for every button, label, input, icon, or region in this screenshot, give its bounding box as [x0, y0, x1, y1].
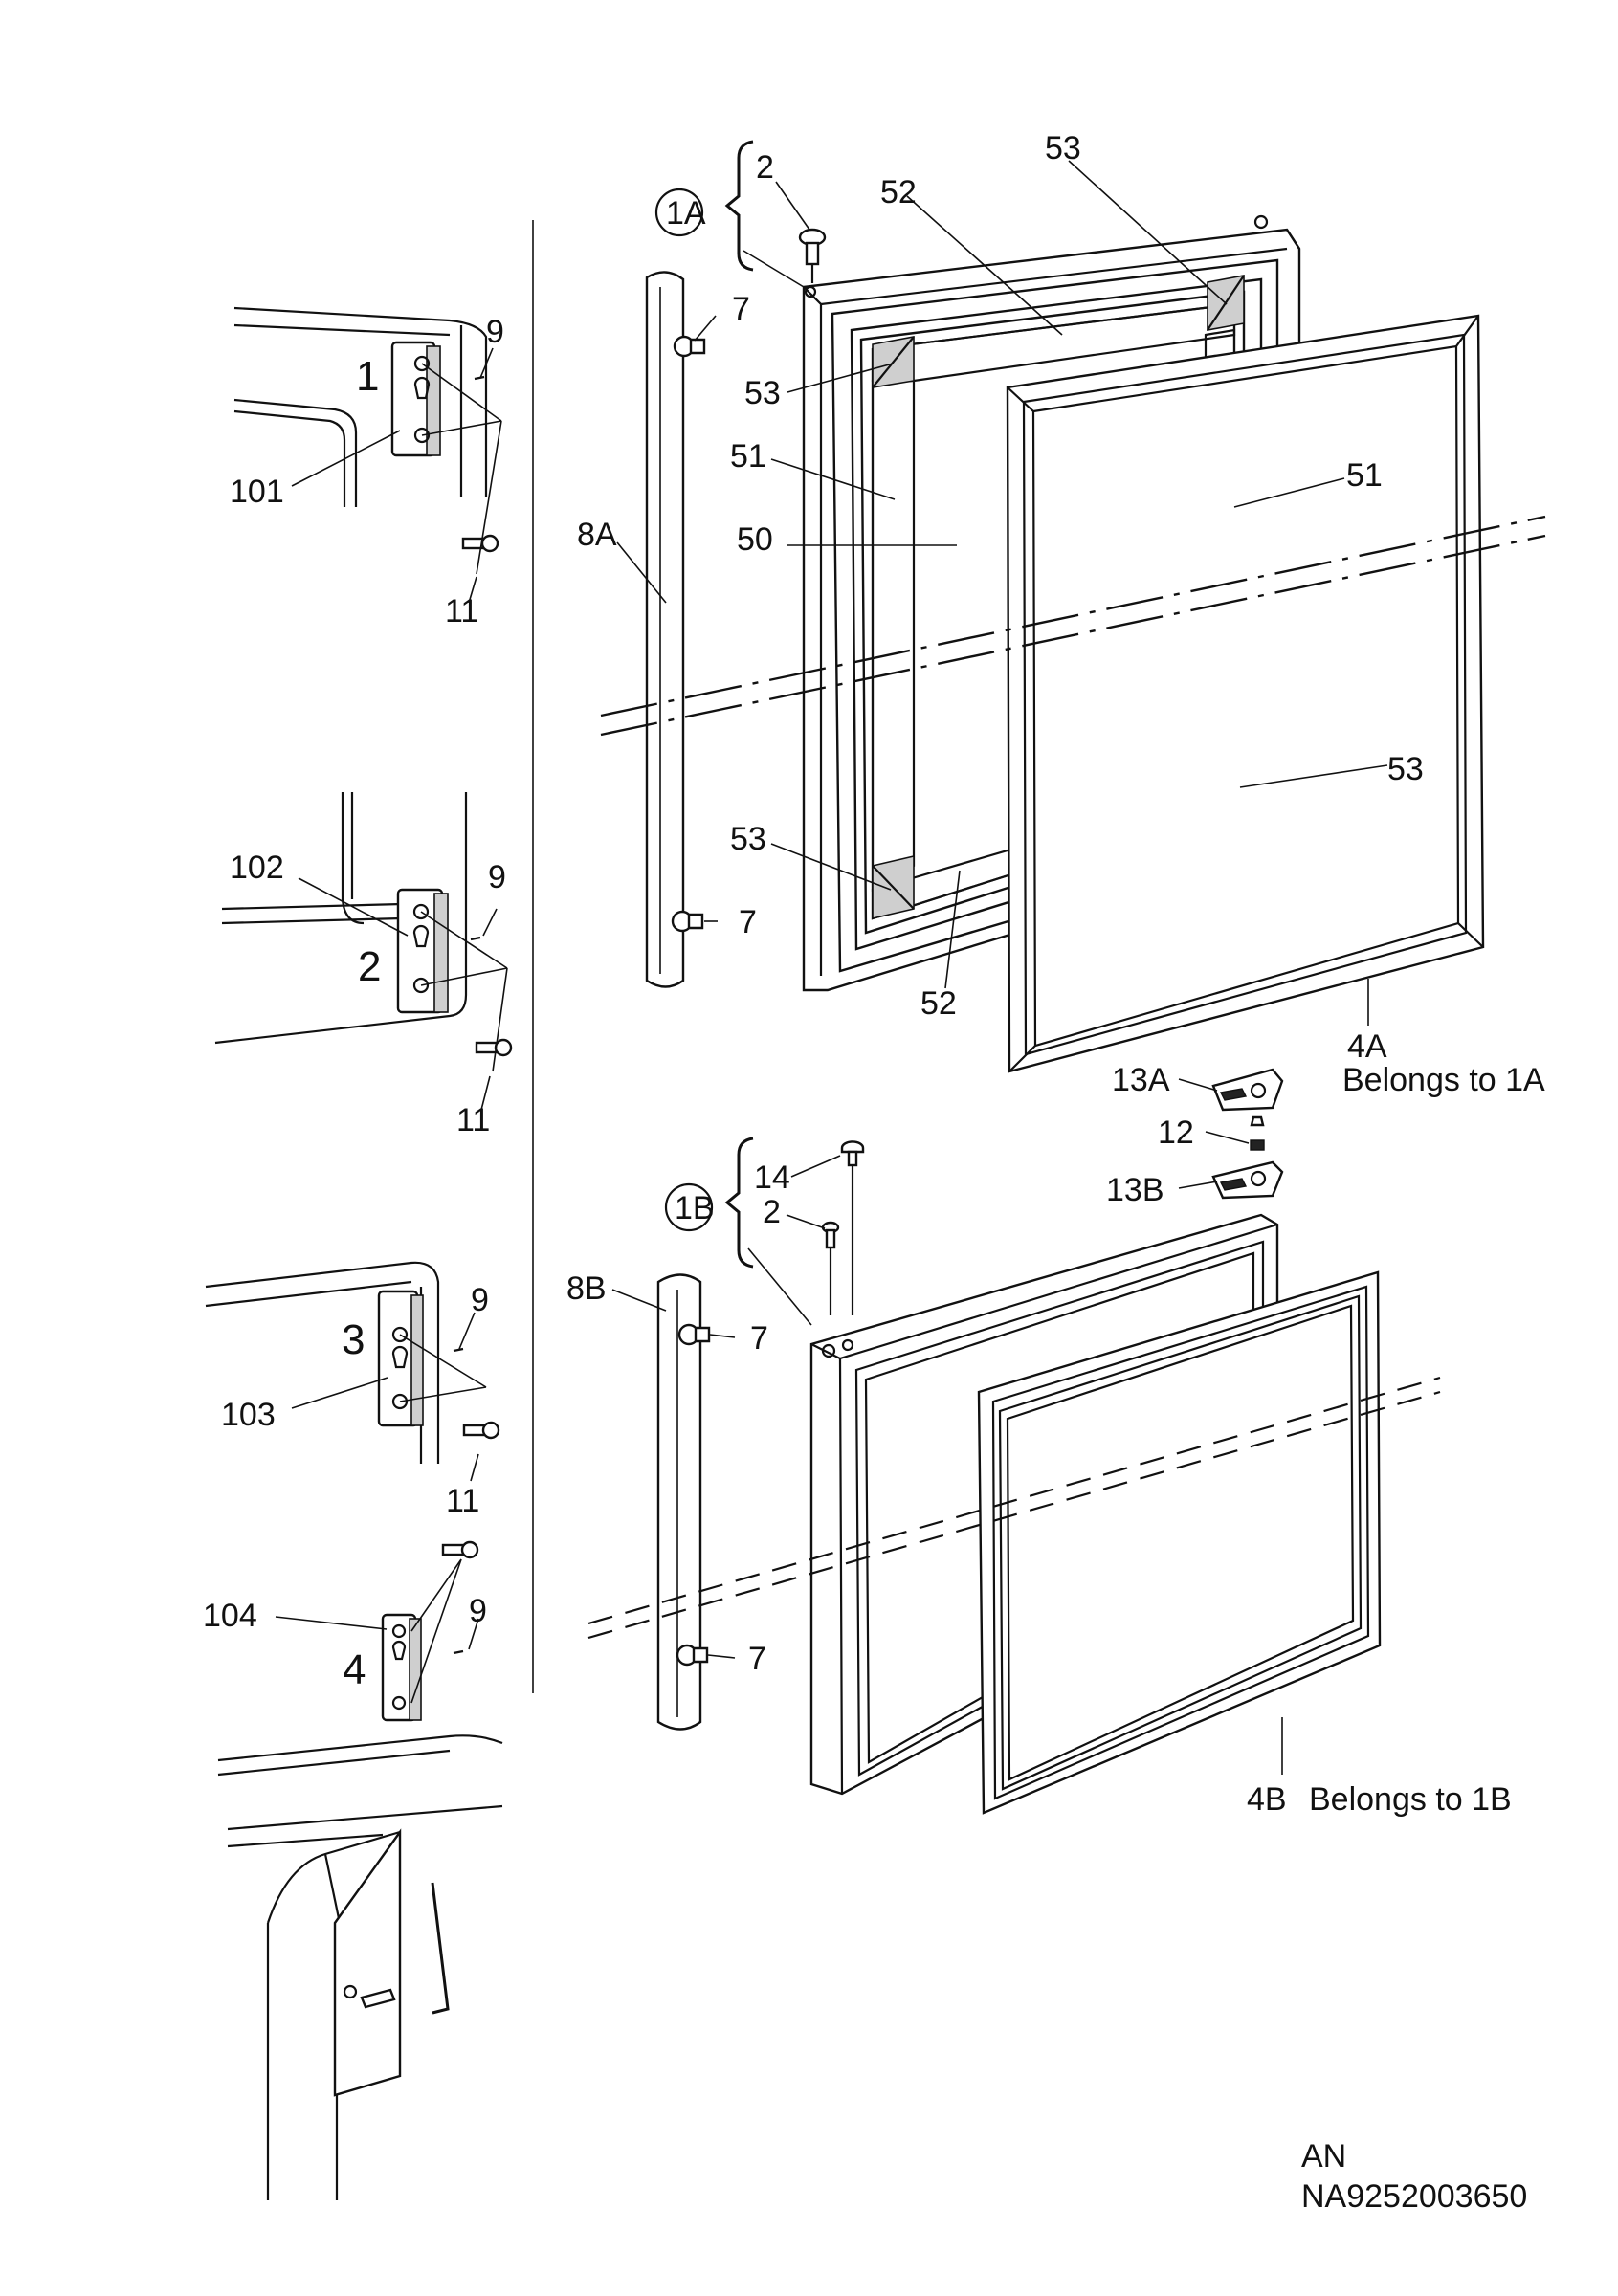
pin-7c [677, 1323, 711, 1346]
label-53c: 53 [1387, 751, 1424, 787]
centerline-upper [600, 515, 1546, 718]
label-104: 104 [203, 1598, 257, 1634]
centerline-upper-2 [600, 534, 1546, 737]
hinge-view-4 [217, 1613, 503, 1777]
label-view-1: 1 [356, 353, 379, 400]
label-53b: 53 [744, 375, 781, 411]
callout-labels: 1A 1B 2 2 7 7 7 7 8A 8B 9 9 9 9 11 11 11… [203, 130, 1545, 1818]
label-52b: 52 [920, 985, 957, 1022]
label-51b: 51 [1346, 457, 1383, 494]
label-14: 14 [754, 1159, 790, 1196]
label-51a: 51 [730, 438, 766, 475]
label-1b: 1B [675, 1190, 715, 1226]
hinge-13b [1211, 1160, 1284, 1200]
label-13b: 13B [1106, 1172, 1164, 1208]
pin-14 [840, 1140, 865, 1315]
label-4a: 4A [1347, 1028, 1387, 1065]
bracket-1b [724, 1137, 754, 1269]
label-52a: 52 [880, 174, 917, 210]
label-4b-note: Belongs to 1B [1309, 1781, 1512, 1818]
pin-7a [673, 335, 706, 358]
hinge-view-3 [205, 1261, 464, 1464]
label-2a: 2 [756, 149, 774, 186]
screw-2a [798, 228, 827, 283]
label-7b: 7 [739, 904, 757, 940]
centerline-lower-2 [587, 1390, 1441, 1640]
pin-7d [676, 1644, 709, 1667]
code-line-2: NA9252003650 [1301, 2178, 1527, 2215]
label-53a: 53 [1045, 130, 1081, 166]
label-102: 102 [230, 850, 284, 886]
label-7a: 7 [732, 291, 750, 327]
label-view-2: 2 [358, 943, 381, 990]
handle-installation-detail [227, 1804, 503, 2200]
label-7c: 7 [750, 1320, 768, 1357]
circle-1a [654, 188, 704, 237]
label-2b: 2 [763, 1194, 781, 1230]
label-4a-note: Belongs to 1A [1342, 1062, 1545, 1098]
bracket-1a [724, 140, 754, 272]
label-9d: 9 [469, 1593, 487, 1629]
label-13a: 13A [1112, 1062, 1170, 1098]
gasket-4a [1006, 314, 1485, 1073]
label-8a: 8A [577, 517, 617, 553]
hinge-view-2 [214, 792, 481, 1045]
label-9b: 9 [488, 859, 506, 895]
label-1a: 1A [666, 195, 706, 232]
label-50: 50 [737, 521, 773, 558]
leader-lines [275, 160, 1388, 1775]
circle-1b [664, 1182, 714, 1232]
label-9a: 9 [486, 314, 504, 350]
label-11c: 11 [446, 1483, 479, 1519]
label-view-4: 4 [343, 1646, 366, 1693]
diagram-code: AN NA9252003650 [1301, 2138, 1527, 2215]
code-line-1: AN [1301, 2138, 1346, 2175]
gasket-4b [977, 1270, 1382, 1815]
label-7d: 7 [748, 1641, 766, 1677]
label-11a: 11 [445, 593, 478, 629]
label-103: 103 [221, 1397, 276, 1433]
label-8b: 8B [566, 1270, 607, 1307]
screws-11 [441, 534, 513, 1559]
pin-7b [671, 910, 704, 933]
pin-12 [1250, 1115, 1265, 1151]
label-11b: 11 [456, 1102, 490, 1138]
handle-8a [645, 271, 685, 988]
hinge-13a [1211, 1068, 1284, 1112]
centerline-lower [587, 1376, 1441, 1625]
label-9c: 9 [471, 1282, 489, 1318]
label-12: 12 [1158, 1115, 1194, 1151]
label-53d: 53 [730, 821, 766, 857]
label-101: 101 [230, 474, 284, 510]
label-view-3: 3 [342, 1316, 365, 1363]
screw-2b [821, 1221, 840, 1315]
label-4b: 4B [1247, 1781, 1287, 1818]
